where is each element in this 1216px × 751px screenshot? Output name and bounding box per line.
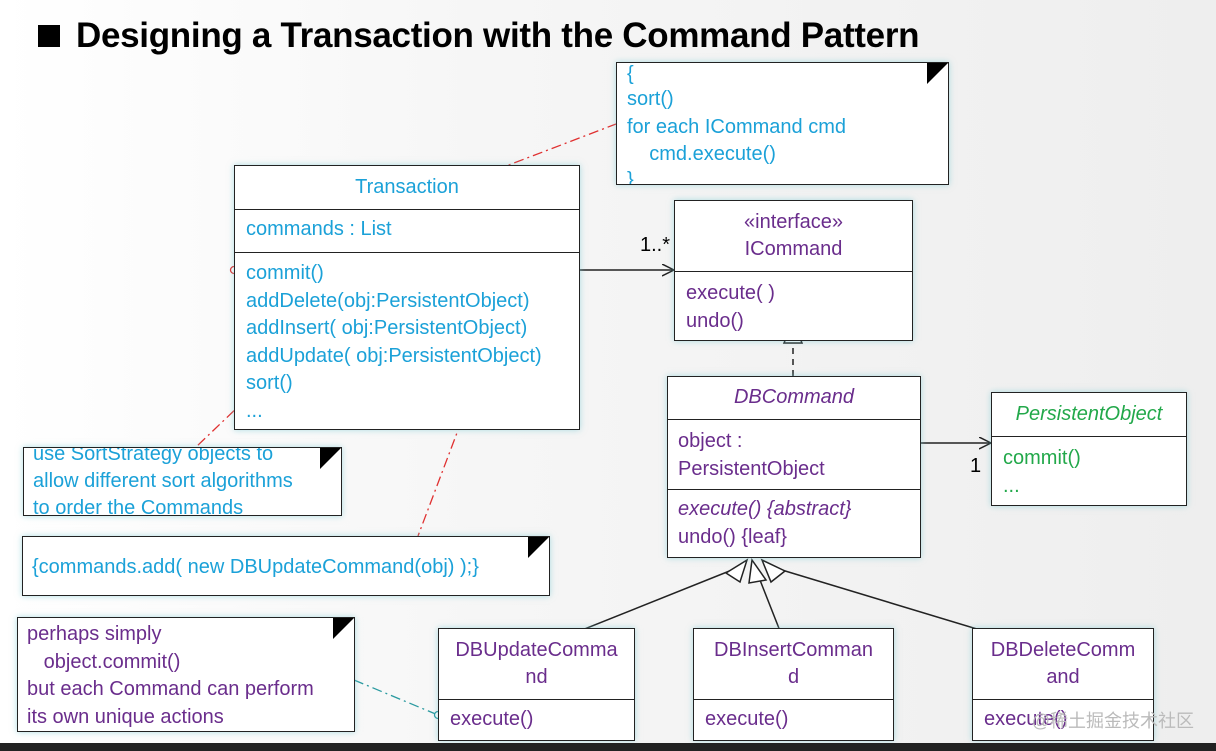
class-dbupdate-command: DBUpdateComma nd execute() — [438, 628, 635, 741]
anchor-update-note — [417, 326, 498, 537]
slide-title: Designing a Transaction with the Command… — [38, 14, 920, 58]
interface-icommand: «interface» ICommand execute( ) undo() — [674, 200, 913, 341]
multiplicity-persistent: 1 — [970, 455, 982, 477]
operation: addInsert( obj:PersistentObject) — [246, 317, 528, 339]
operation: commit() — [246, 262, 324, 284]
operation: execute() — [450, 708, 534, 730]
operation: addDelete(obj:PersistentObject) — [246, 289, 530, 312]
operation: execute() {abstract} — [678, 498, 852, 520]
attribute: object : — [678, 430, 743, 452]
note-fold-icon — [320, 448, 341, 469]
note-line: sort() — [627, 88, 674, 110]
note-fold-icon — [927, 63, 948, 84]
generalization-triangle-left — [724, 558, 749, 584]
generalization-dbdelete — [771, 566, 1001, 637]
square-bullet-icon — [38, 25, 60, 47]
class-transaction: Transaction commands : List commit() add… — [234, 165, 580, 430]
attribute: PersistentObject — [678, 457, 825, 480]
operation: addUpdate( obj:PersistentObject) — [246, 344, 542, 367]
note-line: allow different sort algorithms — [33, 470, 293, 492]
class-name: Transaction — [355, 176, 459, 198]
generalization-triangle-right — [760, 558, 787, 584]
class-name: DBDeleteComm — [990, 639, 1136, 661]
operation: sort() — [246, 372, 293, 394]
note-commit: { sort() for each ICommand cmd cmd.execu… — [616, 62, 949, 185]
slide-title-text: Designing a Transaction with the Command… — [76, 16, 920, 55]
operation: ... — [246, 399, 263, 422]
note-line: object.commit() — [27, 650, 181, 673]
note-fold-icon — [528, 537, 549, 558]
class-name: PersistentObject — [1015, 403, 1163, 425]
operation: commit() — [1003, 447, 1081, 469]
note-line: { — [627, 63, 634, 85]
class-dbcommand: DBCommand object : PersistentObject exec… — [667, 376, 921, 558]
bottom-bar — [0, 743, 1216, 751]
class-name: and — [1046, 666, 1080, 688]
operation: undo() — [686, 309, 744, 332]
note-line: } — [627, 168, 634, 185]
class-name: ICommand — [744, 238, 843, 260]
anchor-execute-note — [353, 679, 439, 716]
note-add-update: {commands.add( new DBUpdateCommand(obj) … — [22, 536, 550, 596]
note-line: but each Command can perform — [27, 678, 314, 700]
class-name: DBCommand — [733, 386, 855, 408]
class-name: nd — [525, 666, 548, 688]
operation: ... — [1003, 474, 1020, 497]
class-dbinsert-command: DBInsertComman d execute() — [693, 628, 894, 741]
multiplicity-icommand: 1..* — [640, 234, 671, 256]
class-persistent-object: PersistentObject commit() ... — [991, 392, 1187, 506]
note-line: cmd.execute() — [627, 143, 776, 165]
note-execute: perhaps simply object.commit() but each … — [17, 617, 355, 732]
note-line: {commands.add( new DBUpdateCommand(obj) … — [32, 556, 479, 578]
note-line: to order the Commands — [33, 497, 244, 516]
stereotype-label: «interface» — [744, 211, 843, 233]
operation: execute( ) — [686, 282, 775, 304]
note-sort-strategy: use SortStrategy objects to allow differ… — [23, 447, 342, 516]
note-line: use SortStrategy objects to — [33, 447, 274, 465]
generalization-triangle-center — [748, 557, 768, 584]
operation: execute() — [705, 708, 789, 730]
note-line: its own unique actions — [27, 705, 224, 728]
note-line: perhaps simply — [27, 623, 162, 645]
note-line: for each ICommand cmd — [627, 115, 846, 138]
operation: undo() {leaf} — [678, 525, 787, 548]
class-name: d — [787, 666, 800, 688]
watermark: @稀土掘金技术社区 — [1031, 711, 1194, 731]
class-dbdelete-command: DBDeleteComm and execute() — [972, 628, 1154, 741]
note-fold-icon — [333, 618, 354, 639]
operation: execute() — [984, 708, 1068, 730]
attribute: commands : List — [246, 218, 392, 240]
class-name: DBUpdateComma — [455, 639, 618, 661]
class-name: DBInsertComman — [714, 639, 873, 661]
